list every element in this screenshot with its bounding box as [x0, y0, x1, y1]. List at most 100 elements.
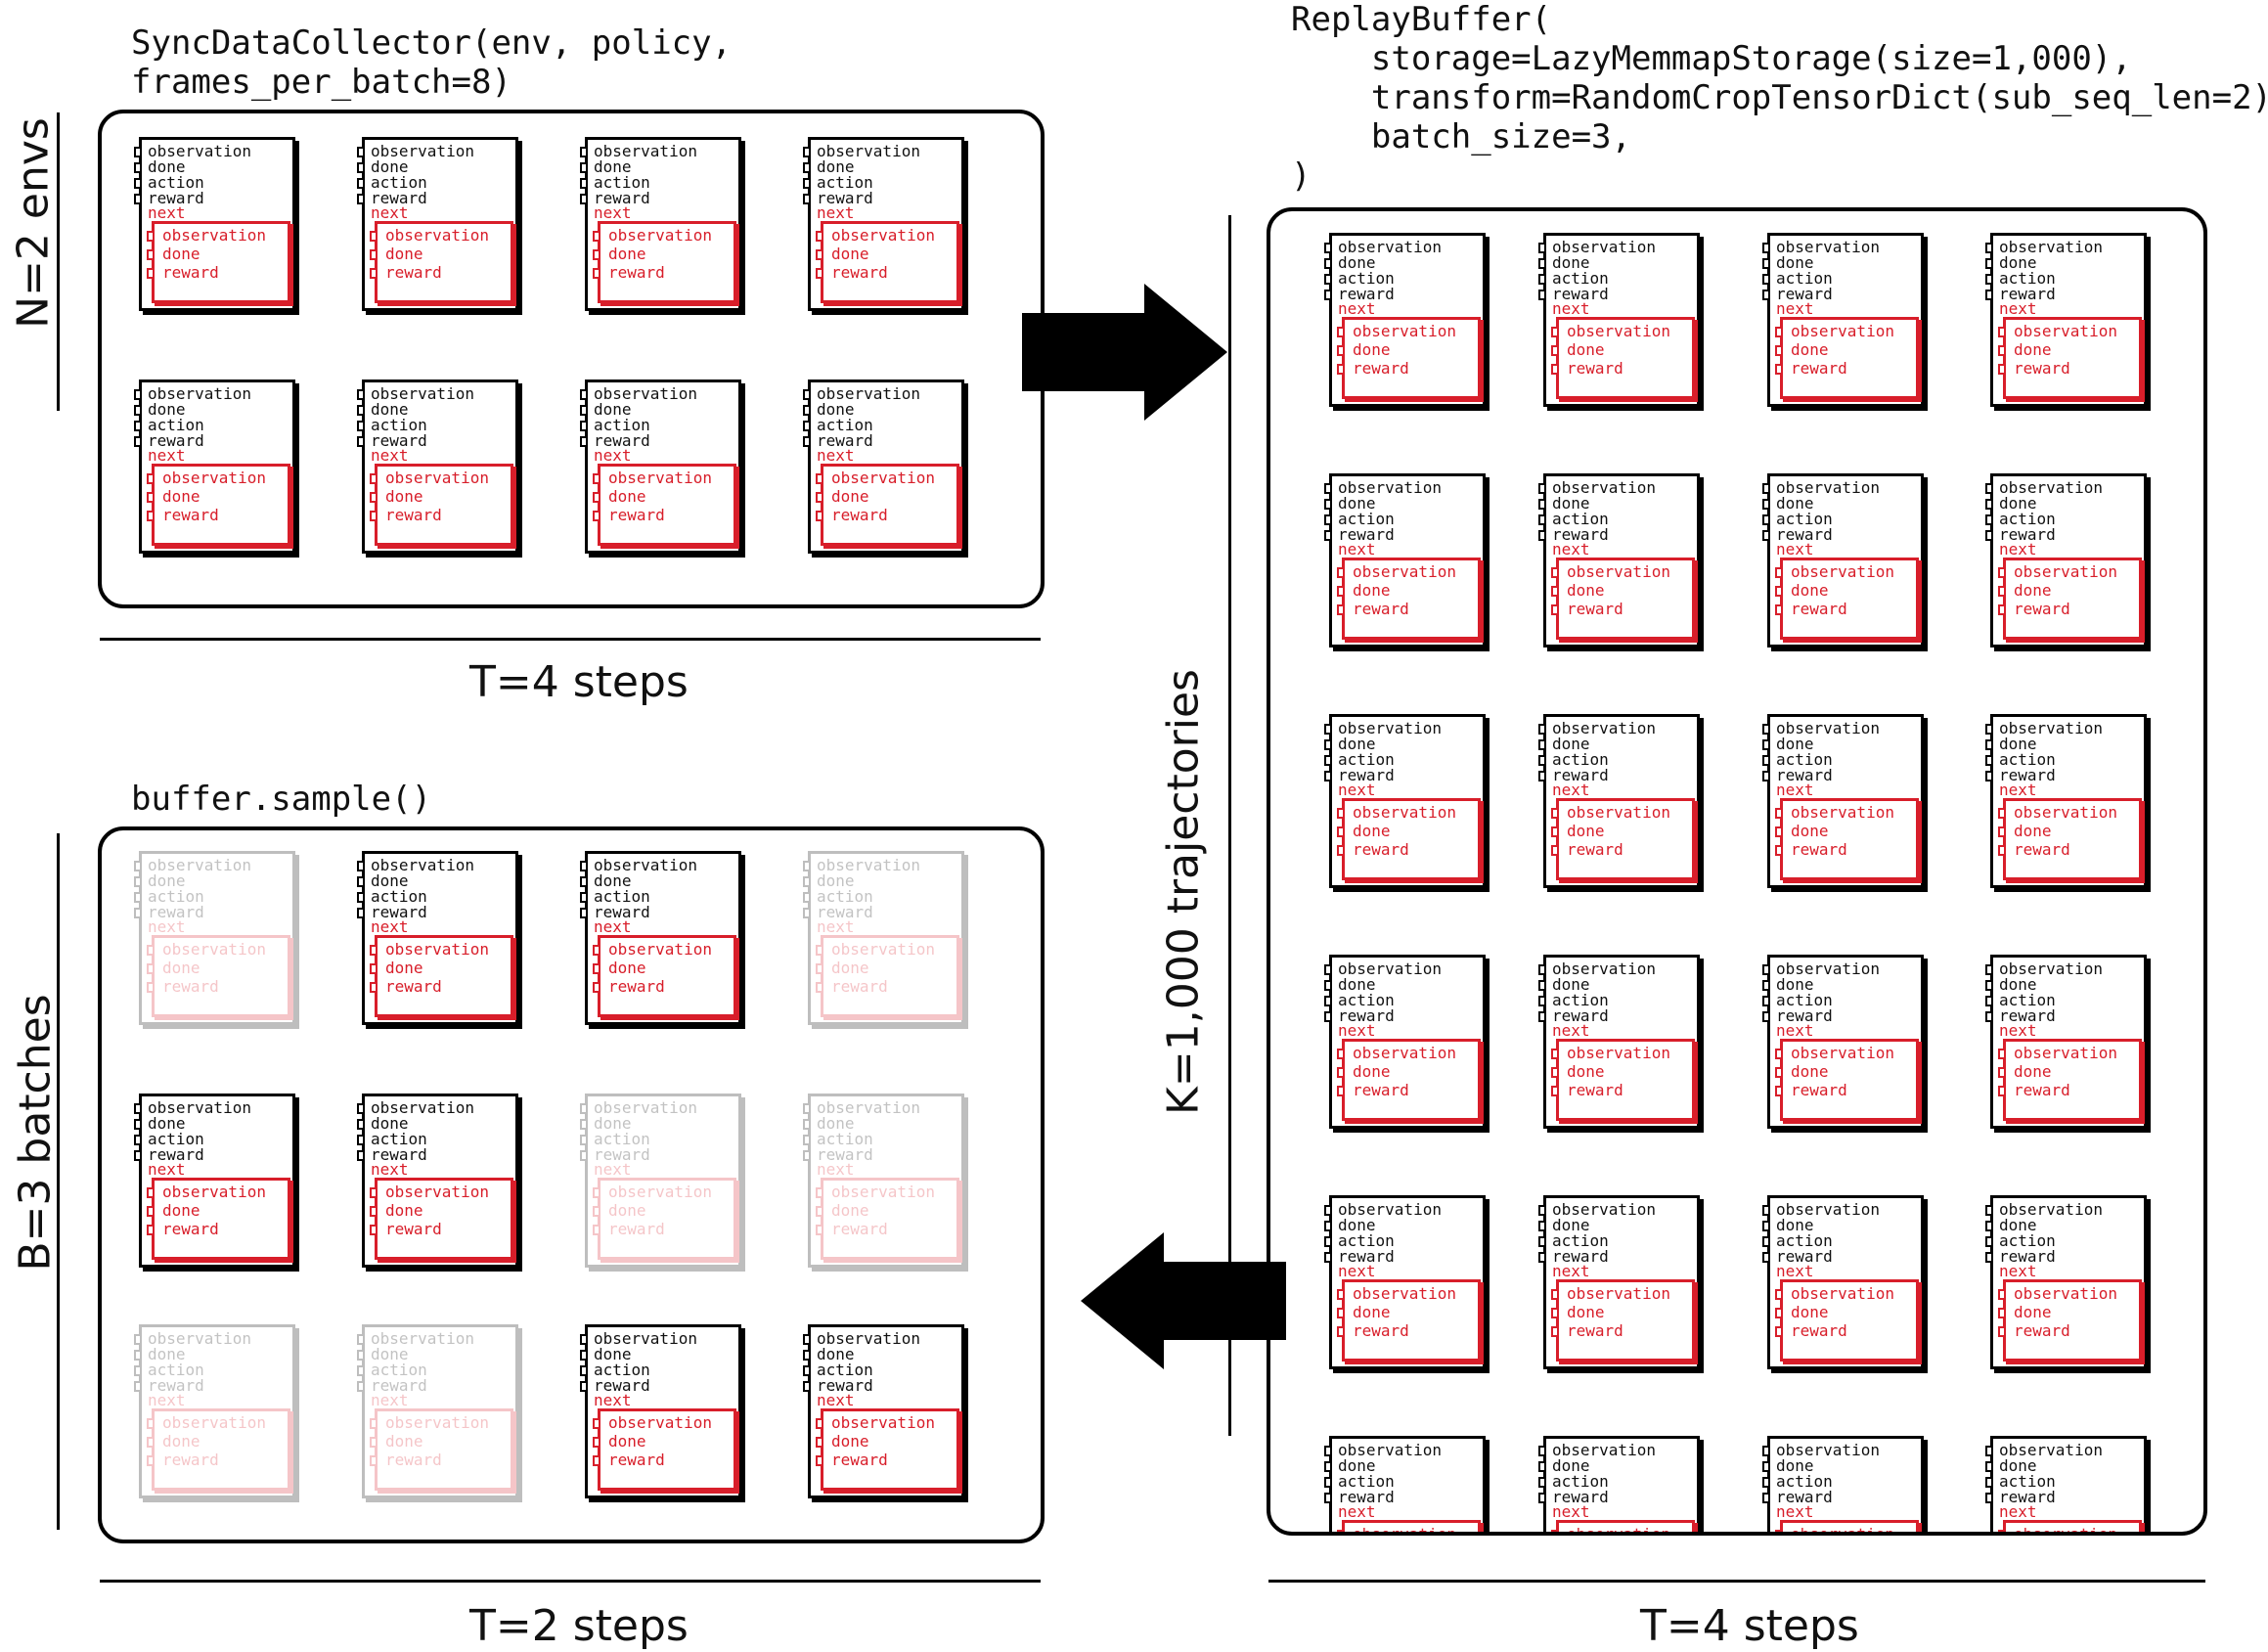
key-connector-icon — [1324, 499, 1332, 510]
next-key: observation — [385, 469, 489, 487]
next-key: observation — [162, 1183, 266, 1201]
next-key-connector-icon — [1337, 345, 1345, 356]
next-key: reward — [2014, 359, 2070, 378]
key-connector-icon — [803, 162, 811, 173]
tensordict-key: reward — [1999, 285, 2056, 303]
next-key-connector-icon — [1551, 345, 1559, 356]
tensordict-key: done — [1338, 253, 1376, 272]
tensordict-key: reward — [1552, 525, 1609, 544]
next-key: reward — [608, 263, 665, 282]
tensordict-key: observation — [1338, 478, 1442, 497]
key-connector-icon — [1324, 724, 1332, 735]
key-connector-icon — [357, 405, 365, 416]
next-key: done — [385, 487, 423, 506]
left-arrow-icon — [1081, 1232, 1286, 1369]
next-key: reward — [1567, 1081, 1623, 1099]
next-key: reward — [1353, 359, 1409, 378]
next-key: reward — [1353, 1321, 1409, 1340]
next-key-connector-icon — [147, 1206, 155, 1217]
next-key-connector-icon — [1998, 808, 2006, 819]
tensordict-key: action — [594, 1361, 650, 1379]
key-connector-icon — [580, 194, 588, 204]
next-key-connector-icon — [370, 982, 378, 993]
tensordict-next-key: next — [371, 446, 409, 465]
next-key: reward — [831, 263, 888, 282]
next-key-connector-icon — [816, 473, 823, 484]
next-key: done — [831, 487, 869, 506]
next-key: observation — [2014, 562, 2117, 581]
sample-time-axis — [100, 1580, 1041, 1583]
next-key: done — [831, 245, 869, 263]
next-key: observation — [1353, 562, 1456, 581]
next-key-connector-icon — [1337, 586, 1345, 597]
tensordict-key: done — [1776, 975, 1814, 994]
tensordict-key: done — [148, 157, 186, 176]
tensordict-key: action — [371, 416, 427, 434]
tensordict-key: action — [1999, 991, 2056, 1009]
next-key: done — [162, 245, 200, 263]
tensordict-key: done — [817, 1114, 855, 1133]
next-key: done — [1567, 822, 1605, 840]
key-connector-icon — [1985, 499, 1993, 510]
tensordict-key: observation — [817, 142, 920, 160]
next-key-connector-icon — [1551, 808, 1559, 819]
next-key-connector-icon — [1775, 327, 1783, 337]
collector-time-axis — [100, 638, 1041, 641]
key-connector-icon — [357, 1103, 365, 1114]
next-key-connector-icon — [1775, 1308, 1783, 1318]
next-key: reward — [831, 1220, 888, 1238]
tensordict-key: done — [371, 157, 409, 176]
next-key: reward — [1791, 600, 1847, 618]
next-key: reward — [608, 1220, 665, 1238]
key-connector-icon — [1324, 514, 1332, 525]
next-key-connector-icon — [1551, 1326, 1559, 1337]
next-key: reward — [162, 506, 219, 524]
tensordict-key: reward — [594, 1376, 650, 1395]
next-key-connector-icon — [147, 473, 155, 484]
collector-env-axis — [57, 112, 60, 411]
key-connector-icon — [803, 436, 811, 447]
tensordict-key: observation — [1552, 238, 1656, 256]
next-key-connector-icon — [593, 231, 600, 242]
tensordict-key: observation — [148, 856, 251, 874]
key-connector-icon — [1762, 243, 1770, 253]
tensordict-key: observation — [1999, 960, 2103, 978]
key-connector-icon — [580, 1135, 588, 1145]
tensordict-key: reward — [594, 189, 650, 207]
key-connector-icon — [1538, 1477, 1546, 1488]
next-key: reward — [831, 506, 888, 524]
tensordict-key: done — [148, 1345, 186, 1363]
key-connector-icon — [1324, 980, 1332, 991]
next-key: observation — [1353, 1527, 1456, 1533]
key-connector-icon — [134, 421, 142, 431]
tensordict-key: observation — [371, 142, 474, 160]
tensordict-key: reward — [1552, 1006, 1609, 1025]
next-key: done — [385, 1432, 423, 1451]
next-key-connector-icon — [1998, 1530, 2006, 1532]
key-connector-icon — [1324, 739, 1332, 750]
tensordict-next-key: next — [1999, 1262, 2037, 1280]
next-key-connector-icon — [1998, 586, 2006, 597]
next-key: observation — [385, 940, 489, 959]
tensordict-next-key: next — [1999, 540, 2037, 558]
key-connector-icon — [1538, 1011, 1546, 1022]
tensordict-key: reward — [817, 903, 873, 921]
key-connector-icon — [803, 405, 811, 416]
key-connector-icon — [580, 1103, 588, 1114]
tensordict-next-key: next — [1552, 781, 1590, 799]
key-connector-icon — [1324, 1493, 1332, 1503]
tensordict-next-key: next — [594, 446, 632, 465]
tensordict-key: reward — [817, 431, 873, 450]
next-key-connector-icon — [370, 268, 378, 279]
